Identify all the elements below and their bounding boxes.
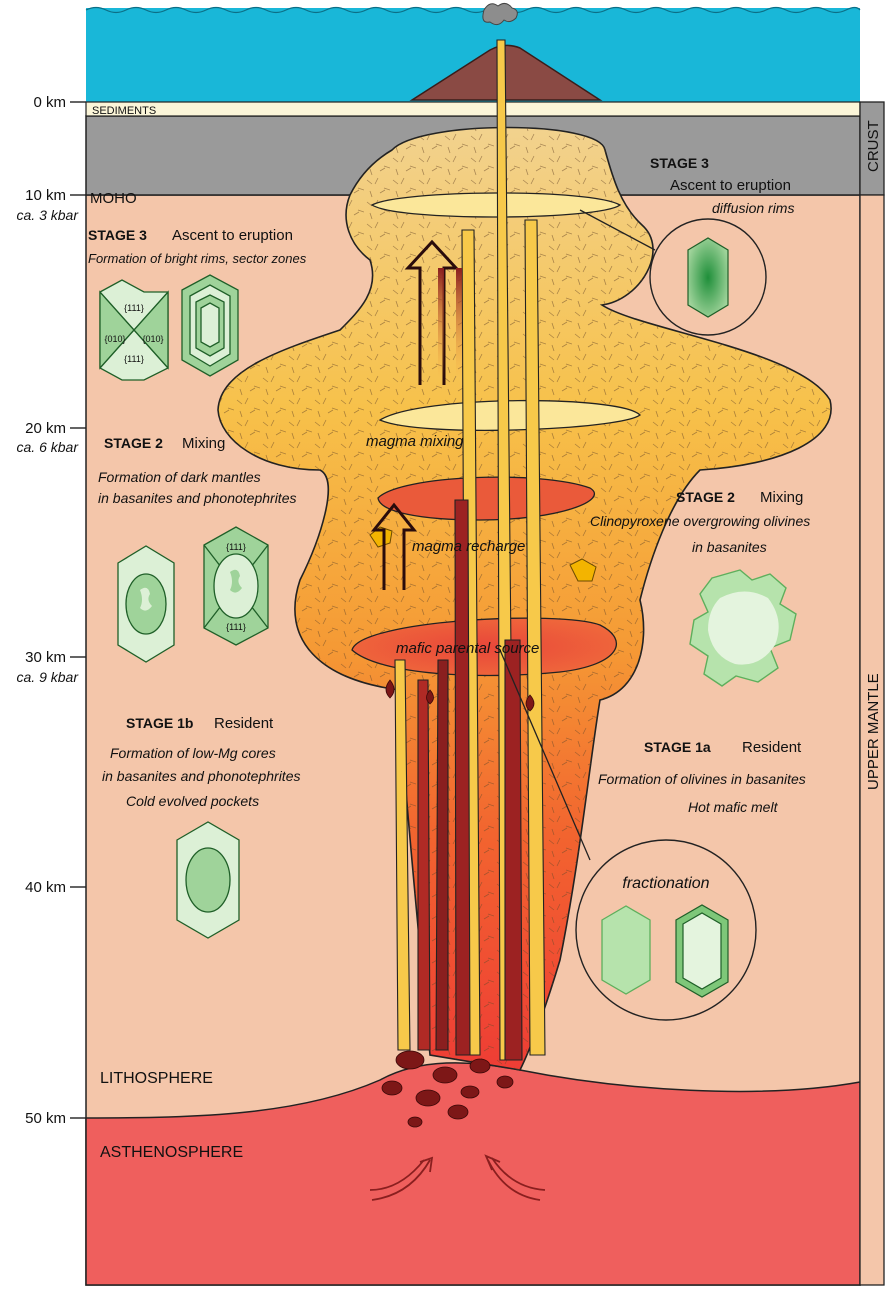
face-111-bottom: {111} (124, 354, 144, 364)
crust-label: CRUST (865, 120, 882, 172)
stage2-left-desc1: Formation of dark mantles (98, 469, 261, 485)
depth-10-label: 10 km (25, 187, 66, 204)
mantled-crystal (117, 545, 175, 663)
depth-ticks (70, 101, 86, 1119)
stage1b-desc2: in basanites and phonotephrites (102, 768, 300, 784)
stage1b-desc3: Cold evolved pockets (126, 793, 259, 809)
mantled-face-bottom: {111} (226, 622, 246, 632)
mantled-face-top: {111} (226, 542, 246, 552)
stage1b-desc1: Formation of low-Mg cores (110, 745, 276, 761)
depth-50-label: 50 km (25, 1110, 66, 1127)
stage3-left-tag: STAGE 3 (88, 227, 147, 243)
face-010-right: {010} (142, 334, 163, 344)
stage2-right-desc1: Clinopyroxene overgrowing olivines (590, 513, 810, 529)
depth-20-label: 20 km (25, 420, 66, 437)
stage3-right-tag: STAGE 3 (650, 155, 709, 171)
face-111-top: {111} (124, 303, 144, 313)
upper-mantle-label: UPPER MANTLE (865, 673, 882, 790)
sediments-label: SEDIMENTS (92, 105, 156, 117)
stage1a-desc2: Hot mafic melt (688, 799, 779, 815)
pressure-9-label: ca. 9 kbar (17, 669, 80, 685)
fractionation-label: fractionation (622, 875, 709, 892)
moho-label: MOHO (90, 190, 137, 207)
eruption-cloud (482, 2, 518, 26)
depth-40-label: 40 km (25, 879, 66, 896)
crystal-mush-texture (218, 127, 832, 1070)
rimmed-crystal (181, 274, 239, 377)
face-010-left: {010} (104, 334, 125, 344)
stage2-right-name: Mixing (760, 489, 803, 506)
asthenosphere-label: ASTHENOSPHERE (100, 1144, 243, 1161)
fractionation-crystal-rimmed (675, 904, 729, 998)
mantled-sector-crystal (203, 526, 269, 646)
yellow-blobs (369, 526, 597, 582)
sediments-zone (85, 101, 861, 117)
fractionation-crystal-plain (601, 905, 651, 995)
ascent-arrows (370, 239, 462, 590)
middle-sill (378, 399, 641, 431)
stage3-right-desc: diffusion rims (712, 200, 794, 216)
stage2-left-name: Mixing (182, 435, 225, 452)
upper-sill (370, 192, 622, 218)
stage1b-tag: STAGE 1b (126, 715, 193, 731)
magma-mixing-label: magma mixing (366, 433, 464, 450)
stage1a-name: Resident (742, 739, 802, 756)
stage1b-name: Resident (214, 715, 274, 732)
clinopyroxene-overgrowth (689, 569, 797, 687)
pressure-3-label: ca. 3 kbar (17, 207, 80, 223)
sector-zoned-crystal (99, 279, 169, 381)
feeder-dikes (394, 39, 546, 1061)
stage2-left-tag: STAGE 2 (104, 435, 163, 451)
crust-bar (859, 101, 885, 196)
upper-mantle-bar (859, 194, 885, 1286)
mafic-source-label: mafic parental source (396, 640, 539, 657)
diffusion-rim-crystal (687, 237, 729, 318)
stage3-right-name: Ascent to eruption (670, 177, 791, 194)
ocean-waves (85, 6, 861, 14)
volcano-cone (409, 44, 603, 101)
depth-0-label: 0 km (33, 94, 66, 111)
stage1a-tag: STAGE 1a (644, 739, 711, 755)
mafic-source-chamber (351, 617, 618, 677)
pressure-6-label: ca. 6 kbar (17, 439, 80, 455)
lithosphere-label: LITHOSPHERE (100, 1070, 213, 1087)
depth-30-label: 30 km (25, 649, 66, 666)
low-mg-core-crystal (176, 821, 240, 939)
magma-recharge-label: magma recharge (412, 538, 525, 555)
stage3-left-name: Ascent to eruption (172, 227, 293, 244)
asthenosphere-zone (85, 1062, 861, 1286)
melt-droplets (381, 679, 535, 1128)
stage2-left-desc2: in basanites and phonotephrites (98, 490, 296, 506)
stage3-left-desc: Formation of bright rims, sector zones (88, 251, 307, 266)
stage2-right-tag: STAGE 2 (676, 489, 735, 505)
stage1a-desc1: Formation of olivines in basanites (598, 771, 806, 787)
stage2-right-desc2: in basanites (692, 539, 767, 555)
upwelling-arrows (369, 1154, 546, 1201)
leader-lines (499, 209, 656, 861)
